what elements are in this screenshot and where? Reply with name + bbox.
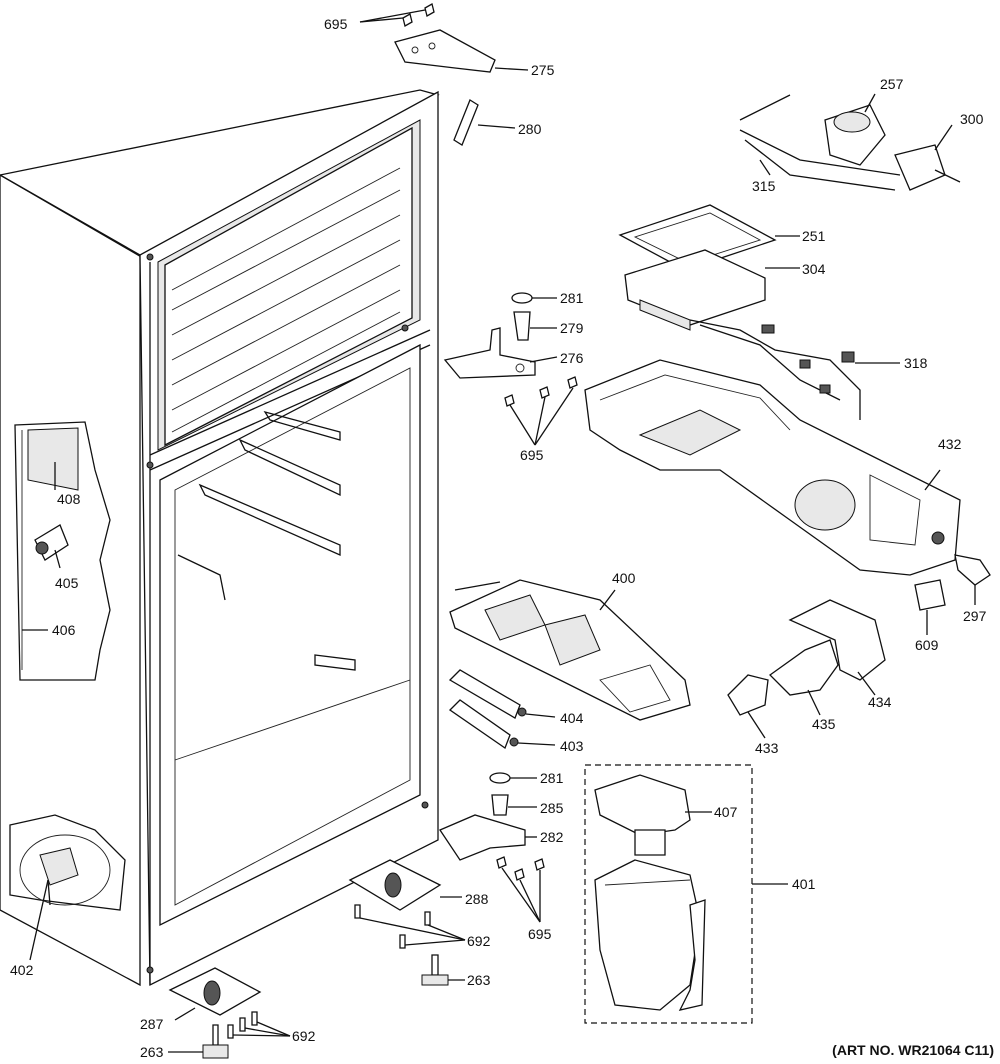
callout-315: 315 <box>752 178 776 194</box>
callout-281-a: 281 <box>560 290 584 306</box>
callout-282: 282 <box>540 829 564 845</box>
art-number: (ART NO. WR21064 C11) <box>832 1042 994 1058</box>
callout-407: 407 <box>714 804 738 820</box>
water-filters <box>448 669 556 750</box>
callout-401: 401 <box>792 876 816 892</box>
callout-297: 297 <box>963 608 987 624</box>
light-assembly <box>727 599 886 739</box>
lower-left-cutaway <box>9 814 126 961</box>
callout-263-a: 263 <box>467 972 491 988</box>
callout-435: 435 <box>812 716 836 732</box>
callout-405: 405 <box>55 575 79 591</box>
center-hinge <box>443 292 578 446</box>
callout-281-b: 281 <box>540 770 564 786</box>
callout-275: 275 <box>531 62 555 78</box>
callout-695-mid: 695 <box>520 447 544 463</box>
callout-434: 434 <box>868 694 892 710</box>
callout-288: 288 <box>465 891 489 907</box>
switch-609 <box>914 579 946 635</box>
duct-assembly <box>618 204 800 331</box>
callout-695-low: 695 <box>528 926 552 942</box>
dispenser-400 <box>449 579 691 721</box>
refrigerator-cabinet <box>0 89 440 987</box>
callout-403: 403 <box>560 738 584 754</box>
damper-control <box>739 93 961 191</box>
callout-406: 406 <box>52 622 76 638</box>
callout-263-b: 263 <box>140 1044 164 1060</box>
callout-318: 318 <box>904 355 928 371</box>
water-pitcher <box>584 764 788 1024</box>
callout-279: 279 <box>560 320 584 336</box>
callout-280: 280 <box>518 121 542 137</box>
lower-hinge <box>439 772 545 923</box>
leader-lines <box>47 879 51 906</box>
knob-297 <box>954 554 991 605</box>
callout-285: 285 <box>540 800 564 816</box>
hinge-pin-280 <box>453 99 516 146</box>
callout-404: 404 <box>560 710 584 726</box>
callout-400: 400 <box>612 570 636 586</box>
air-duct <box>584 359 961 576</box>
callout-692-a: 692 <box>467 933 491 949</box>
callout-433: 433 <box>755 740 779 756</box>
wire-harness <box>689 319 900 420</box>
left-cutaway <box>14 421 111 681</box>
callout-276: 276 <box>560 350 584 366</box>
callout-251: 251 <box>802 228 826 244</box>
callout-408: 408 <box>57 491 81 507</box>
callout-609: 609 <box>915 637 939 653</box>
callout-695-top: 695 <box>324 16 348 32</box>
roller-assembly-upper <box>348 859 466 986</box>
callout-287: 287 <box>140 1016 164 1032</box>
callout-692-b: 692 <box>292 1028 316 1044</box>
callout-402: 402 <box>10 962 34 978</box>
callout-432: 432 <box>938 436 962 452</box>
top-hinge <box>359 3 529 73</box>
callout-304: 304 <box>802 261 826 277</box>
callout-300: 300 <box>960 111 984 127</box>
callout-257: 257 <box>880 76 904 92</box>
roller-assembly-lower <box>168 967 291 1059</box>
